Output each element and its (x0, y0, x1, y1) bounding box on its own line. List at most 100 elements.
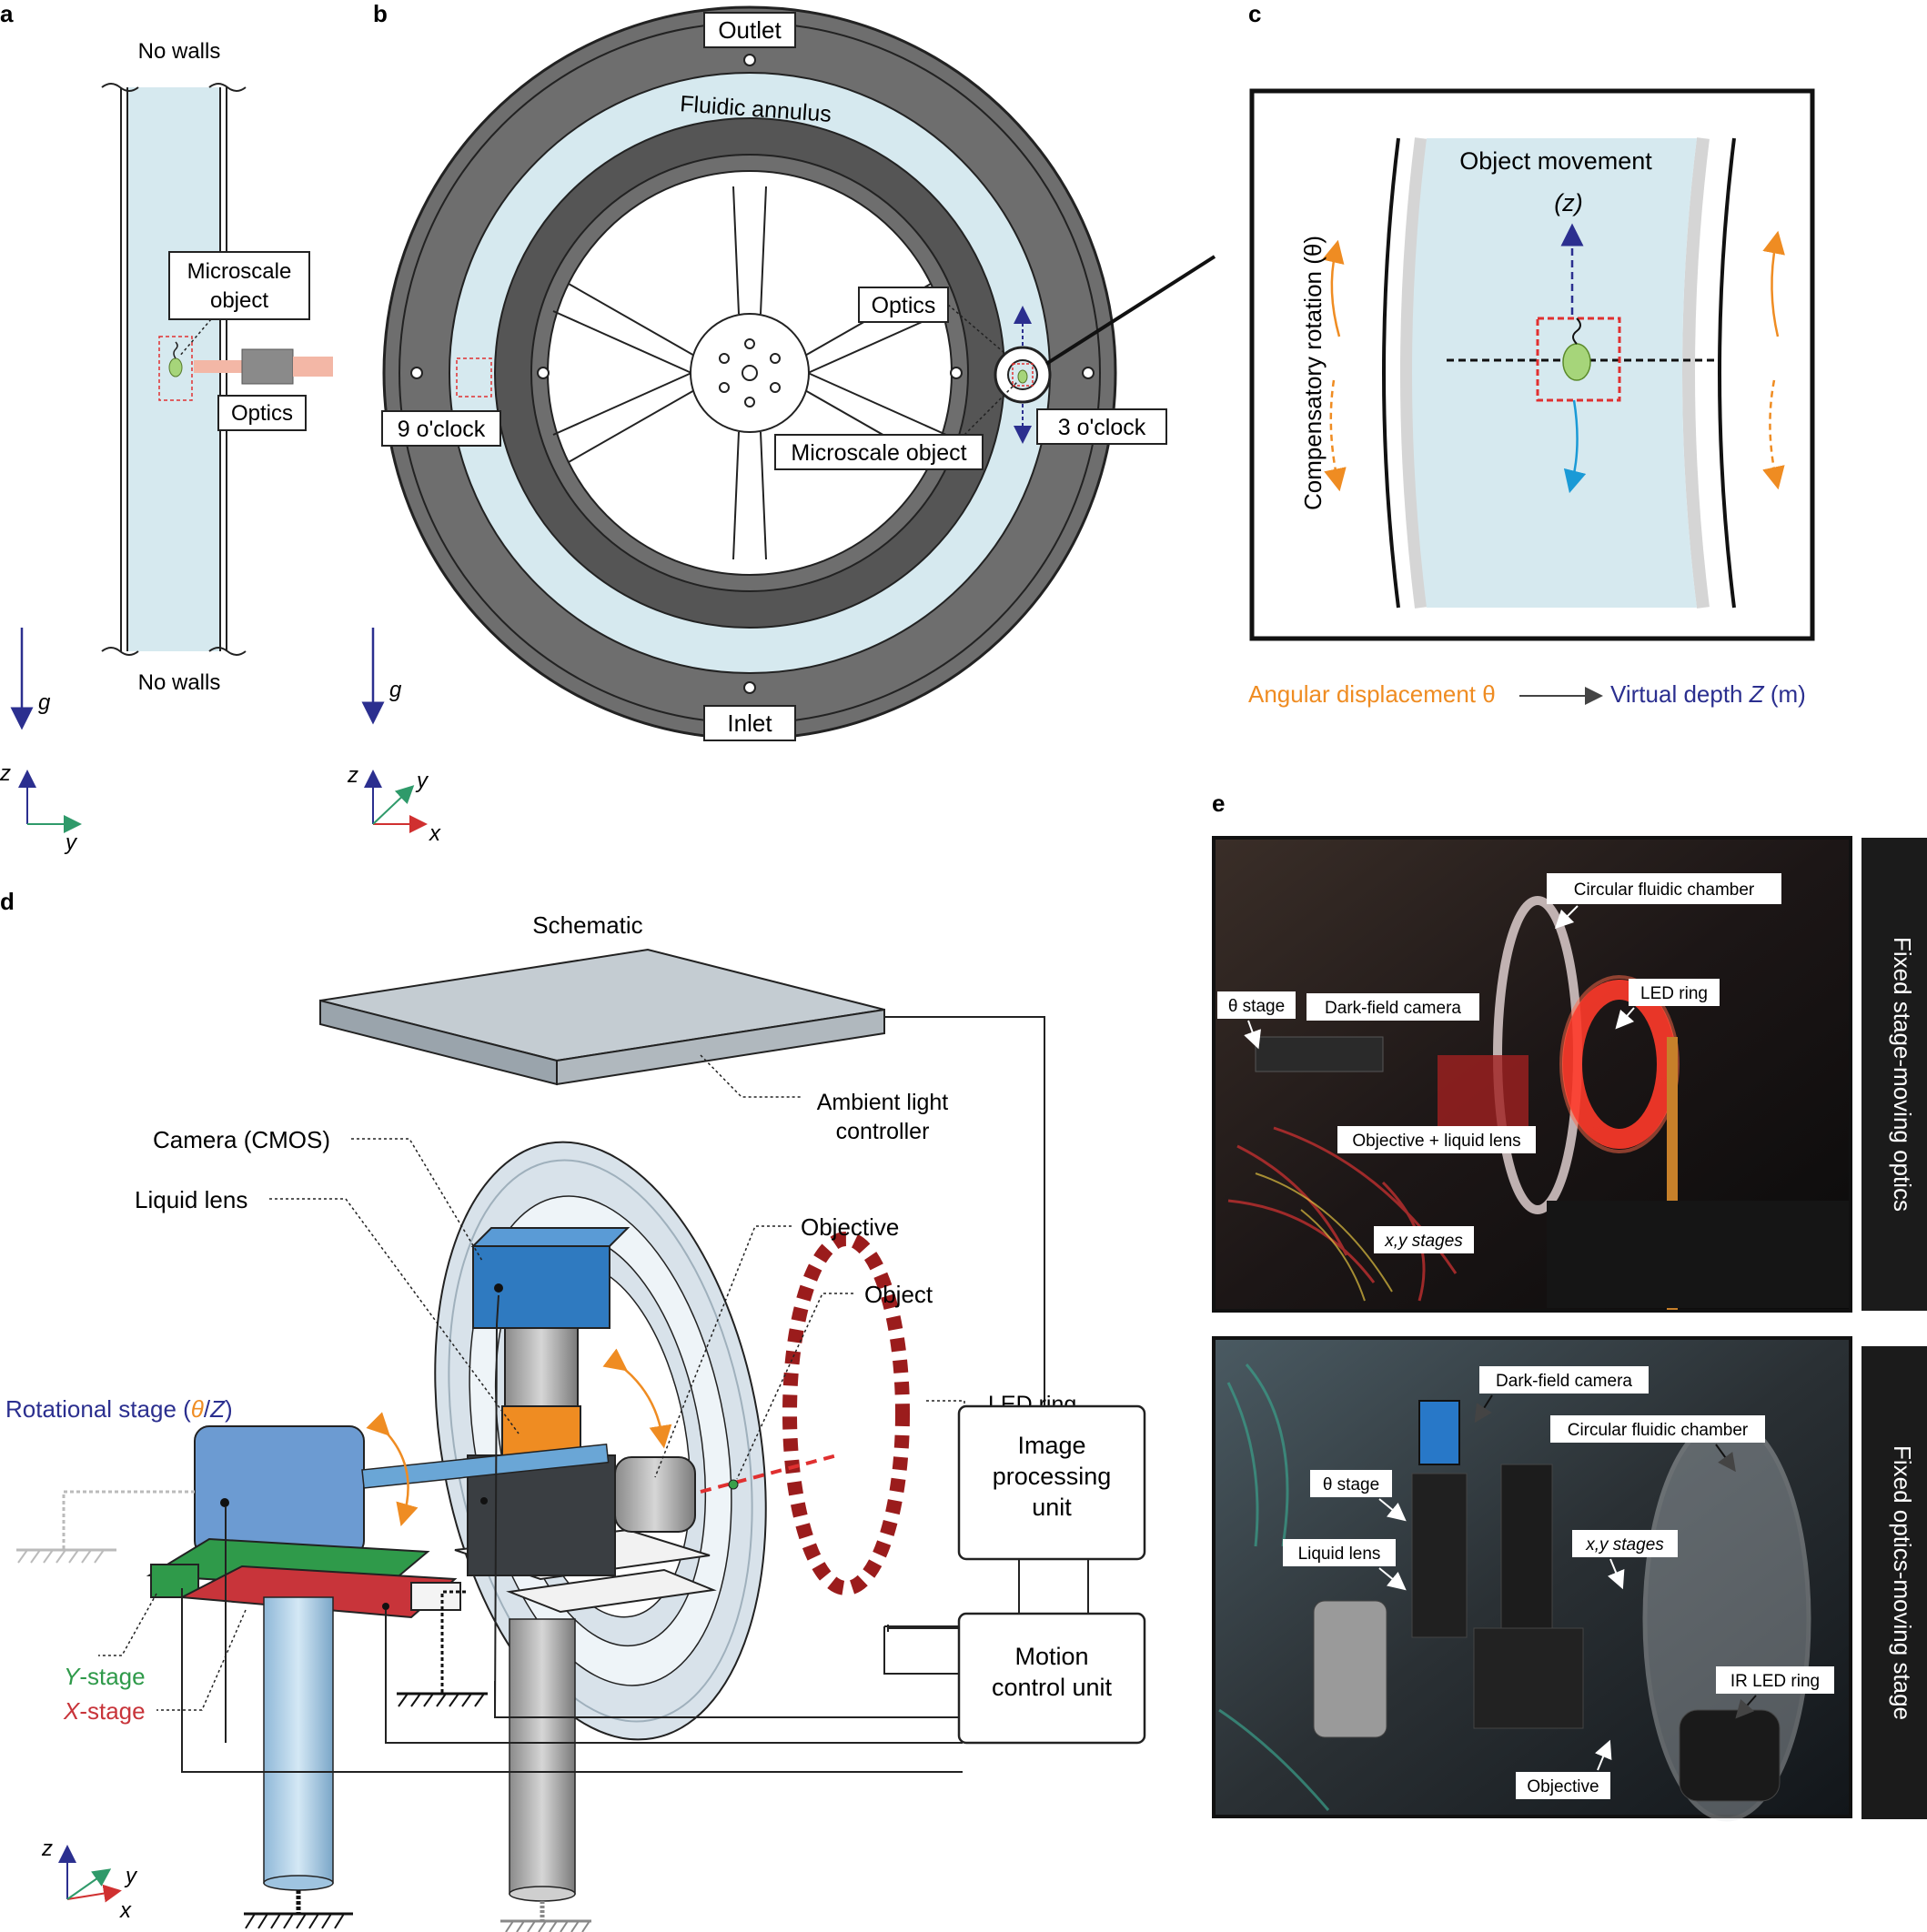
top-objective-label: Objective + liquid lens (1352, 1132, 1520, 1151)
photo-top-stage (1438, 1055, 1528, 1128)
bottom-ir-box (1716, 1666, 1834, 1694)
disc-pillar (509, 1618, 576, 1895)
optics-b-box (858, 287, 949, 323)
x-stage-b: -stage (79, 1697, 145, 1725)
rot-right-down (1762, 379, 1785, 490)
panel-b: b Outlet Inlet (347, 0, 1216, 846)
motor-dot (220, 1498, 229, 1507)
ambient-label-1: Ambient light (817, 1090, 949, 1115)
bottom-objective-label: Objective (1527, 1777, 1599, 1796)
rot-stage-label: Rotational stage (θ/Z) (5, 1395, 233, 1423)
schematic-title: Schematic (532, 911, 642, 939)
optics-label: Optics (231, 401, 293, 426)
panel-e: e Circular fluidic chamber θ stage Dark-… (1212, 790, 1927, 1822)
photo-bottom-cylinder (1313, 1600, 1387, 1738)
inlet-box (703, 705, 796, 741)
light-beam (194, 360, 244, 373)
bottom-liquid-box (1283, 1539, 1396, 1566)
object-b-leader (964, 381, 1018, 436)
bottom-objective-box (1516, 1772, 1610, 1799)
object-roi (158, 336, 193, 401)
object-label-1: Microscale (187, 259, 292, 284)
photo-top-labels: Circular fluidic chamber θ stage Dark-fi… (1217, 873, 1781, 1253)
down-arrow-c (1563, 399, 1587, 494)
virtual-label: Virtual depth Z (m) (1610, 680, 1806, 708)
photo-top-wires (1227, 1126, 1458, 1302)
top-darkfield-box (1307, 993, 1479, 1021)
panel-c-letter: c (1248, 0, 1261, 27)
mcu-label-1: Motion (1014, 1643, 1088, 1670)
virtual-label-text: Virtual depth (1610, 680, 1750, 708)
lens-tube (504, 1327, 579, 1407)
y-stage-leader (98, 1593, 157, 1656)
top-theta-box (1217, 991, 1296, 1019)
object-roi-c (1536, 317, 1621, 402)
ipu-label-3: unit (1032, 1494, 1072, 1521)
x-stage-leader (156, 1609, 247, 1711)
ambient-leader (700, 1054, 801, 1098)
wire-ambient (884, 1016, 1045, 1406)
mcu-box (957, 1612, 1146, 1745)
ipu-label-2: processing (993, 1463, 1112, 1490)
liquid-lens-leader (269, 1198, 520, 1434)
axis-y-label: y (64, 830, 78, 855)
photo-bottom-camera (1418, 1400, 1460, 1465)
photo-bottom-cube (1473, 1627, 1584, 1729)
rot-stage-z: Z (209, 1395, 226, 1423)
virtual-label-unit: (m) (1764, 680, 1806, 708)
gravity-label: g (38, 690, 51, 715)
bottom-theta-box (1310, 1470, 1392, 1497)
channel-fluid-c (1412, 138, 1697, 608)
objective-leader (654, 1225, 792, 1478)
rotation-label: Compensatory rotation (θ) (1299, 236, 1327, 510)
camera-top (470, 1227, 631, 1247)
object-flagellum (173, 341, 178, 359)
bottom-side-label: Fixed optics-moving stage (1889, 1445, 1916, 1720)
virtual-label-z: Z (1749, 680, 1765, 708)
top-side-label: Fixed stage-moving optics (1889, 937, 1916, 1212)
three-oclock-label: 3 o'clock (1058, 415, 1146, 440)
objective-block-dot (480, 1497, 488, 1504)
bottom-xy-box (1572, 1530, 1678, 1557)
hub-holes (719, 338, 781, 408)
axis-d-x (66, 1884, 122, 1903)
panel-c: c Object movement (z) Compensatory rotat… (1248, 0, 1815, 708)
rot-shaft (361, 1443, 610, 1489)
led-leader (926, 1400, 965, 1405)
rot-stage-slash: / (204, 1395, 211, 1423)
axis-b-z-label: z (347, 763, 358, 788)
outlet-box (703, 12, 796, 48)
bottom-darkfield-label: Dark-field camera (1496, 1372, 1632, 1391)
axis-b-y-label: y (415, 769, 429, 793)
photo-bottom-tube (1500, 1464, 1553, 1647)
break-bottom (101, 647, 247, 656)
panel-d: d Schematic Ambient light controller LED… (0, 888, 1146, 1932)
three-oclock-box (1036, 408, 1167, 445)
nine-oclock-roi (456, 357, 492, 397)
optics-front (293, 357, 333, 377)
y-stage-b: -stage (79, 1663, 145, 1690)
gravity-b-label: g (389, 678, 402, 702)
orange-rot-arrow-motor (366, 1412, 419, 1527)
bottom-liquid-label: Liquid lens (1298, 1545, 1381, 1564)
rot-left-down (1324, 379, 1347, 492)
objective-block (467, 1454, 616, 1576)
object-label-box (168, 251, 310, 320)
object-b-label: Microscale object (791, 440, 966, 466)
panel-e-letter: e (1212, 790, 1225, 817)
channel-wall-black-right (1718, 137, 1736, 609)
x-stage-label: X-stage (63, 1697, 146, 1725)
angular-label: Angular displacement θ (1248, 680, 1496, 708)
bottom-ir-label: IR LED ring (1730, 1672, 1820, 1691)
photo-bottom-wires (1218, 1363, 1330, 1811)
microscale-object (168, 357, 183, 377)
inlet-label: Inlet (727, 709, 772, 737)
led-beam (700, 1454, 838, 1494)
no-walls-top: No walls (138, 39, 221, 64)
panel-a-letter: a (0, 0, 14, 27)
bottom-theta-label: θ stage (1323, 1475, 1379, 1494)
top-led-box (1629, 979, 1720, 1006)
motor-ground-hatch (17, 1549, 105, 1564)
rot-stage-theta: θ (191, 1395, 204, 1423)
